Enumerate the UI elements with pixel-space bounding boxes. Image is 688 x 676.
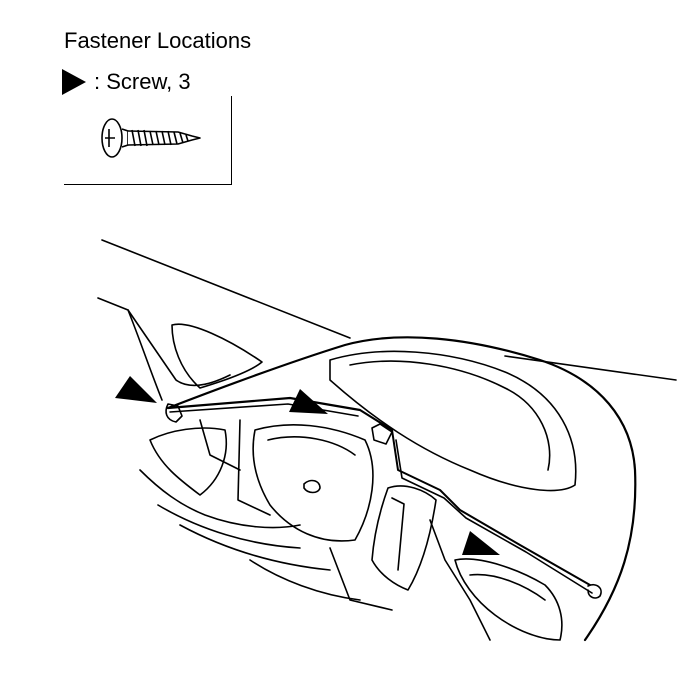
legend-row: : Screw, 3 [62, 68, 191, 96]
windshield-line [101, 239, 351, 339]
gauge-cluster [252, 424, 374, 542]
page-title: Fastener Locations [64, 28, 252, 53]
triangle-marker-right [462, 531, 500, 555]
screw-boss-right [587, 583, 602, 599]
triangle-marker-icon [62, 69, 86, 95]
center-trim-line [391, 429, 591, 586]
windshield-edge-line [504, 355, 677, 381]
dash-top-panel [329, 350, 577, 492]
dashboard-outline [166, 336, 637, 642]
triangle-marker-left [115, 376, 157, 403]
steering-column [149, 427, 227, 496]
legend-box [64, 96, 232, 185]
screw-boss-left [165, 403, 183, 423]
screw-boss-center [371, 423, 393, 445]
triangle-marker-center [289, 389, 328, 414]
legend-box-right-border [231, 96, 232, 185]
legend-label: : Screw, 3 [94, 69, 191, 94]
legend-box-bottom-border [64, 184, 232, 185]
left-dash-bar [166, 396, 394, 432]
lower-right-panel [454, 558, 563, 641]
screw-icon [101, 118, 201, 158]
gauge-center [303, 479, 321, 494]
center-console-panel [371, 485, 437, 591]
left-vent [171, 323, 263, 389]
